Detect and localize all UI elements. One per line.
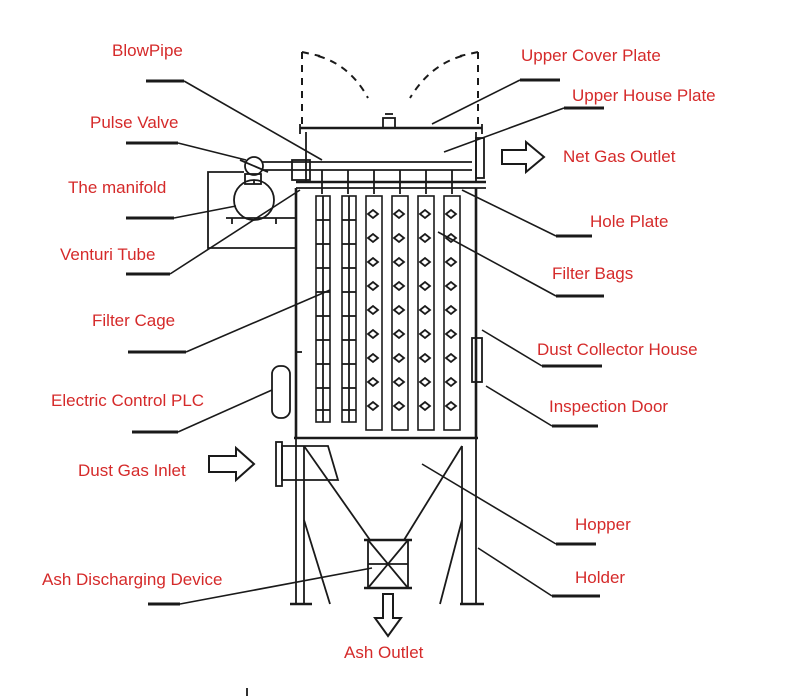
manifold [226,179,296,224]
net-gas-outlet-arrow-icon [501,139,546,175]
label-hopper: Hopper [575,515,631,534]
labels: BlowPipe Pulse Valve The manifold Ventur… [42,41,716,662]
label-filter-cage: Filter Cage [92,311,175,330]
leader-lines [126,78,604,606]
side-bracket [207,171,296,249]
label-inspection-door: Inspection Door [549,397,668,416]
label-upper-house-plate: Upper House Plate [572,86,716,105]
holder [290,519,484,606]
hopper [294,436,478,604]
label-hole-plate: Hole Plate [590,212,668,231]
label-filter-bags: Filter Bags [552,264,633,283]
label-dust-collector-house: Dust Collector House [537,340,698,359]
dust-collector-house [294,188,483,438]
dust-gas-inlet [275,441,340,487]
pulse-valve [239,156,269,185]
label-ash-outlet: Ash Outlet [344,643,424,662]
label-electric-control-plc: Electric Control PLC [51,391,204,410]
upper-house [305,132,485,182]
ash-discharging-device [364,538,412,590]
blowpipe [262,159,472,194]
electric-control-plc [271,365,291,419]
label-ash-discharging-device: Ash Discharging Device [42,570,222,589]
upper-cover-plate [299,113,483,134]
lid-swing-lines [301,51,479,128]
label-manifold: The manifold [68,178,166,197]
dust-collector-drawing [207,51,546,638]
label-venturi-tube: Venturi Tube [60,245,155,264]
label-pulse-valve: Pulse Valve [90,113,179,132]
label-holder: Holder [575,568,625,587]
label-dust-gas-inlet: Dust Gas Inlet [78,461,186,480]
hole-plate [296,180,486,189]
dust-gas-inlet-arrow-icon [208,445,256,483]
filter-cages [315,195,357,423]
ash-outlet-arrow-icon [373,593,403,638]
label-upper-cover-plate: Upper Cover Plate [521,46,661,65]
label-blowpipe: BlowPipe [112,41,183,60]
filter-bags [365,195,461,431]
label-net-gas-outlet: Net Gas Outlet [563,147,676,166]
